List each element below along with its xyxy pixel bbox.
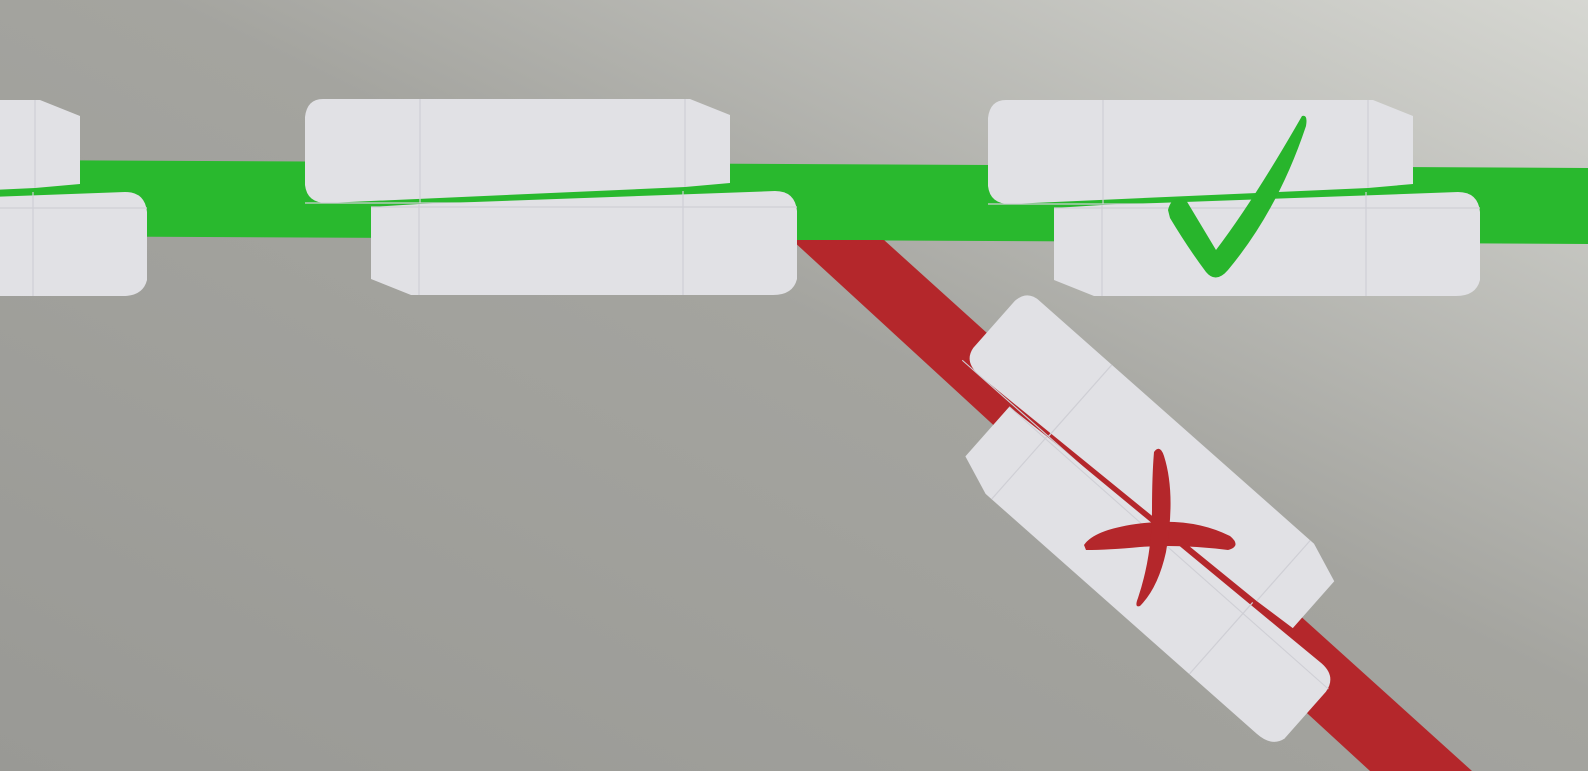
cross-mark-icon bbox=[1084, 448, 1236, 607]
rejected-conveyor-track bbox=[792, 240, 1472, 771]
check-mark-icon bbox=[1168, 115, 1307, 278]
